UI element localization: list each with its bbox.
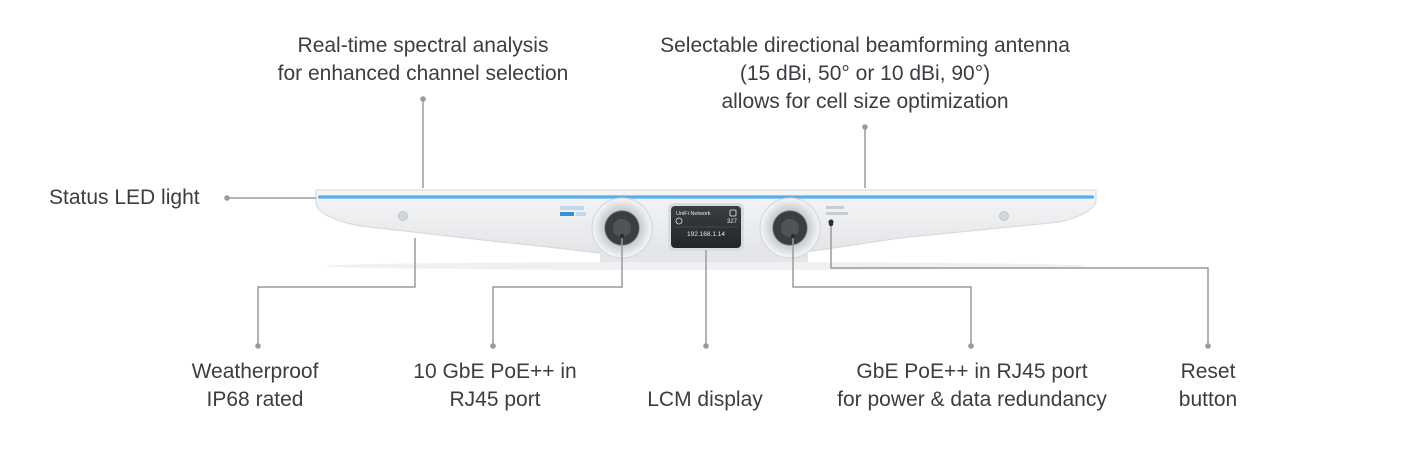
callout-line: Status LED light: [49, 186, 200, 209]
dot-10gbe: [490, 343, 496, 349]
callout-spectral-analysis: Real-time spectral analysis for enhanced…: [278, 32, 569, 88]
device-anchor-dots: [619, 221, 834, 239]
lcm-ip: 192.168.1.14: [687, 231, 725, 238]
dot-status-led: [224, 195, 230, 201]
dot-lcm: [703, 343, 709, 349]
dot-gbe: [968, 343, 974, 349]
callout-line: Selectable directional beamforming anten…: [660, 34, 1070, 57]
callout-weatherproof: Weatherproof IP68 rated: [192, 358, 319, 414]
callout-line: for enhanced channel selection: [277, 62, 569, 85]
callout-line: RJ45 port: [449, 388, 541, 411]
access-point-device: UniFi Network 327 192.168.1.14: [315, 189, 1097, 270]
lcm-count: 327: [727, 219, 738, 225]
callout-line: (15 dBi, 50° or 10 dBi, 90°): [739, 62, 991, 85]
callout-lcm-display: LCM display: [647, 386, 763, 414]
leader-weatherproof: [257, 238, 416, 346]
callout-line: for power & data redundancy: [837, 388, 1107, 411]
callout-line: Reset: [1180, 360, 1236, 383]
screw-hole-right: [999, 211, 1009, 221]
callout-line: LCM display: [647, 388, 763, 411]
callout-status-led: Status LED light: [49, 184, 200, 212]
dot-antenna: [862, 124, 868, 130]
leader-lines: [227, 99, 1209, 346]
port-gbe: [759, 197, 821, 259]
callout-reset-button: Reset button: [1179, 358, 1237, 414]
callout-line: 10 GbE PoE++ in: [413, 360, 577, 383]
leader-gbe: [792, 236, 972, 346]
callout-line: GbE PoE++ in RJ45 port: [856, 360, 1088, 383]
callout-line: Weatherproof: [191, 360, 319, 383]
dot-reset: [1205, 343, 1211, 349]
leader-reset: [830, 224, 1209, 346]
leader-dots: [224, 96, 1211, 349]
callout-line: Real-time spectral analysis: [297, 34, 549, 57]
callout-line: button: [1178, 388, 1238, 411]
lcm-title: UniFi Network: [676, 211, 711, 217]
callout-line: IP68 rated: [206, 388, 304, 411]
leader-10gbe: [492, 236, 623, 346]
callout-line: allows for cell size optimization: [721, 90, 1009, 113]
port-10gbe: [591, 197, 653, 259]
status-led-strip: [318, 195, 1094, 199]
callout-gbe-port: GbE PoE++ in RJ45 port for power & data …: [837, 358, 1107, 414]
dot-spectral: [420, 96, 426, 102]
callout-beamforming-antenna: Selectable directional beamforming anten…: [660, 32, 1070, 116]
lcm-display: UniFi Network 327 192.168.1.14: [668, 203, 744, 251]
screw-hole-left: [398, 211, 408, 221]
callout-10gbe-port: 10 GbE PoE++ in RJ45 port: [413, 358, 576, 414]
dot-weatherproof: [255, 343, 261, 349]
